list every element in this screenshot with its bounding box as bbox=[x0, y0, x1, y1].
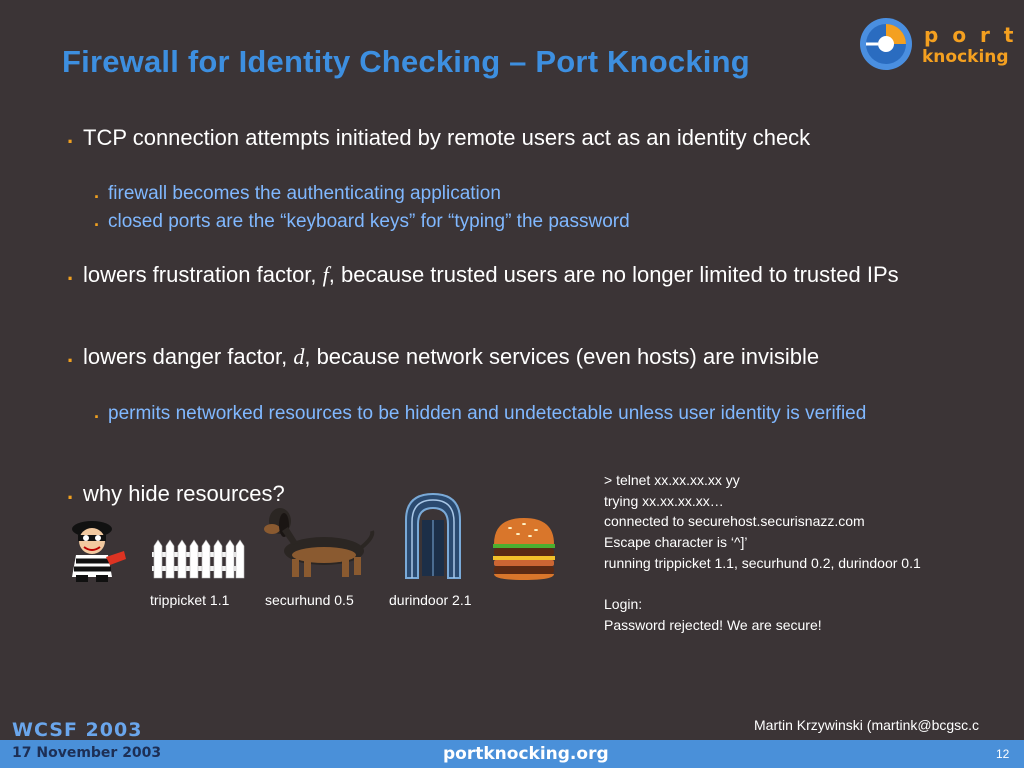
picket-fence-image bbox=[152, 539, 245, 579]
caption-securhund: securhund 0.5 bbox=[265, 592, 354, 608]
bullet-dot: . bbox=[94, 402, 100, 422]
bullet-dot: . bbox=[67, 260, 74, 285]
author-credit: Martin Krzywinski (martink@bcgsc.c bbox=[754, 717, 980, 733]
bullet-dot: . bbox=[67, 342, 74, 367]
bullet-dot: . bbox=[67, 479, 74, 504]
console-line: Escape character is ‘^]’ bbox=[604, 534, 748, 551]
variable-d: d bbox=[293, 344, 305, 369]
sub-bullet-text: permits networked resources to be hidden… bbox=[108, 403, 867, 424]
console-line: Login: bbox=[604, 596, 643, 613]
footer-band bbox=[0, 740, 1024, 768]
sub-bullet-text: firewall becomes the authenticating appl… bbox=[108, 183, 501, 204]
door-image bbox=[405, 492, 461, 579]
bullet-4-text: why hide resources? bbox=[83, 481, 285, 506]
console-transcript: > telnet xx.xx.xx.xx yy trying xx.xx.xx.… bbox=[604, 470, 921, 636]
port-knocking-logo: port knocking bbox=[860, 18, 1024, 70]
logo-text-top: port bbox=[924, 23, 1024, 47]
sub-bullet-3-1: . permits networked resources to be hidd… bbox=[94, 402, 928, 426]
variable-f: f bbox=[322, 262, 329, 287]
bullet-dot: . bbox=[94, 210, 100, 230]
caption-trippicket: trippicket 1.1 bbox=[150, 592, 230, 608]
bullet-3-post: , because network services (even hosts) … bbox=[304, 344, 820, 369]
bullet-2: . lowers frustration factor, f, because … bbox=[67, 260, 923, 289]
bullet-1-text: TCP connection attempts initiated by rem… bbox=[83, 125, 811, 150]
bullet-3: . lowers danger factor, d, because netwo… bbox=[67, 342, 923, 371]
logo-text-bottom: knocking bbox=[922, 47, 1009, 67]
console-line: trying xx.xx.xx.xx… bbox=[604, 492, 724, 509]
hamburglar-image bbox=[72, 521, 126, 582]
dachshund-image bbox=[264, 508, 375, 577]
bullet-dot: . bbox=[94, 182, 100, 202]
console-line: > telnet xx.xx.xx.xx yy bbox=[604, 472, 740, 488]
bullet-dot: . bbox=[67, 123, 74, 148]
bullet-1: . TCP connection attempts initiated by r… bbox=[67, 123, 883, 152]
sub-bullet-1-2: . closed ports are the “keyboard keys” f… bbox=[94, 210, 908, 234]
bullet-4: . why hide resources? bbox=[67, 479, 583, 508]
console-line: connected to securehost.securisnazz.com bbox=[604, 513, 865, 530]
sub-bullet-text: closed ports are the “keyboard keys” for… bbox=[108, 211, 630, 232]
bullet-2-pre: lowers frustration factor, bbox=[83, 262, 323, 287]
slide-title: Firewall for Identity Checking – Port Kn… bbox=[62, 44, 750, 79]
event-date: 17 November 2003 bbox=[12, 745, 162, 761]
caption-durindoor: durindoor 2.1 bbox=[389, 592, 472, 608]
console-line bbox=[604, 573, 921, 594]
console-line: Password rejected! We are secure! bbox=[604, 616, 822, 633]
site-url: portknocking.org bbox=[443, 744, 609, 764]
event-name: WCSF 2003 bbox=[12, 719, 143, 741]
bullet-2-post: , because trusted users are no longer li… bbox=[328, 262, 899, 287]
sub-bullet-1-1: . firewall becomes the authenticating ap… bbox=[94, 182, 908, 206]
console-line: running trippicket 1.1, securhund 0.2, d… bbox=[604, 554, 921, 571]
page-number: 12 bbox=[996, 747, 1010, 761]
bullet-3-pre: lowers danger factor, bbox=[83, 344, 294, 369]
hamburger-image bbox=[493, 518, 555, 580]
